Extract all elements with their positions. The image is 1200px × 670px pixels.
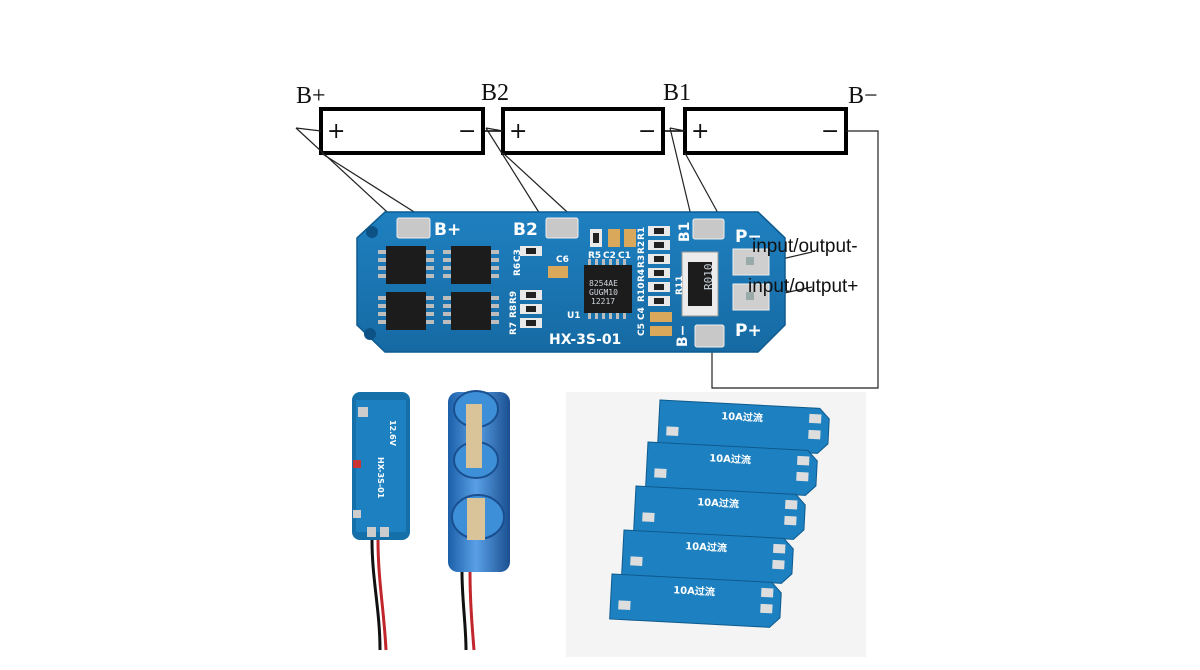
ref-r10: R10: [637, 283, 647, 302]
ic-line-3: 12217: [591, 297, 615, 306]
cell-3: [683, 107, 848, 155]
label-b1: B1: [663, 80, 691, 106]
component-refs: R5 C2 C1 R6 C3 C6 U1 R9 R8 R7 R4 R3 R2 R…: [509, 227, 685, 336]
ref-c2: C2: [603, 251, 616, 261]
protection-ic: 8254AE GUGM10 12217: [584, 259, 632, 319]
ic-line-2: GUGM10: [589, 288, 618, 297]
silk-p-plus: P+: [735, 321, 762, 341]
ref-r9: R9: [509, 291, 519, 304]
cell-1-minus: −: [458, 119, 476, 144]
ref-r6: R6: [513, 263, 523, 276]
strip-text: 10A过流: [697, 495, 739, 510]
cell-2: [501, 107, 665, 155]
ref-r4: R4: [637, 269, 647, 282]
strip-board-5: 10A过流: [609, 573, 782, 628]
label-b-minus: B−: [848, 83, 878, 109]
photo-pack-front: [448, 390, 510, 651]
mosfets: [378, 246, 499, 330]
silk-b1: B1: [677, 222, 693, 242]
strip-board-4: 10A过流: [621, 529, 794, 584]
cell-3-minus: −: [821, 119, 839, 144]
pad-b2: [545, 217, 579, 239]
cell-2-plus: +: [509, 119, 527, 144]
passives: [520, 226, 672, 336]
ref-c4: C4: [637, 307, 647, 320]
ref-r5: R5: [588, 251, 601, 261]
label-b-plus: B+: [296, 83, 326, 109]
battery-schematic: + − + − + − B+ B2 B1 B−: [296, 80, 878, 155]
ref-r11: R11: [675, 276, 685, 295]
ref-r2: R2: [637, 241, 647, 254]
photo-pack-side: HX-3S-01 12.6V: [352, 392, 410, 651]
pad-b-minus: [694, 324, 725, 348]
strip-text: 10A过流: [709, 451, 751, 466]
silk-b-plus: B+: [434, 220, 461, 240]
ref-r7: R7: [509, 322, 519, 335]
ref-c5: C5: [637, 323, 647, 336]
strip-board-1: 10A过流: [657, 399, 830, 454]
ref-u1: U1: [567, 311, 581, 321]
annotation-output-plus: input/output+: [748, 276, 858, 297]
photo-board-stack: 10A过流 10A过流 10A过流 10A过流: [566, 392, 866, 657]
strip-text: 10A过流: [685, 539, 727, 554]
cell-3-plus: +: [691, 119, 709, 144]
ref-r1: R1: [637, 227, 647, 240]
cell-1-plus: +: [327, 119, 345, 144]
pack-model-text: HX-3S-01: [376, 457, 385, 499]
label-b2: B2: [481, 80, 509, 106]
strip-text: 10A过流: [673, 583, 715, 598]
ref-c6: C6: [556, 255, 569, 265]
shunt-marking: R010: [702, 264, 715, 291]
strip-board-3: 10A过流: [633, 485, 806, 540]
ref-c1: C1: [618, 251, 631, 261]
pad-b-plus: [396, 217, 431, 239]
silk-b2: B2: [513, 220, 538, 240]
ref-r8: R8: [509, 305, 519, 318]
strip-board-2: 10A过流: [645, 441, 818, 496]
cell-2-minus: −: [638, 119, 656, 144]
silk-p-minus: P−: [735, 227, 762, 247]
ref-c3: C3: [513, 249, 523, 262]
pad-b1: [692, 218, 725, 240]
mount-hole: [364, 328, 376, 340]
protection-board: B+ B2 B1 P− P+ B− HX-3S-01: [356, 211, 786, 353]
annotation-output-minus: input/output-: [752, 236, 858, 257]
ic-line-1: 8254AE: [589, 279, 618, 288]
mount-hole: [366, 226, 378, 238]
silk-b-minus: B−: [675, 325, 691, 347]
shunt-resistor: R010: [681, 251, 719, 317]
strip-text: 10A过流: [721, 409, 763, 424]
ref-r3: R3: [637, 255, 647, 268]
pack-voltage-text: 12.6V: [388, 420, 397, 447]
silk-model: HX-3S-01: [549, 332, 621, 348]
